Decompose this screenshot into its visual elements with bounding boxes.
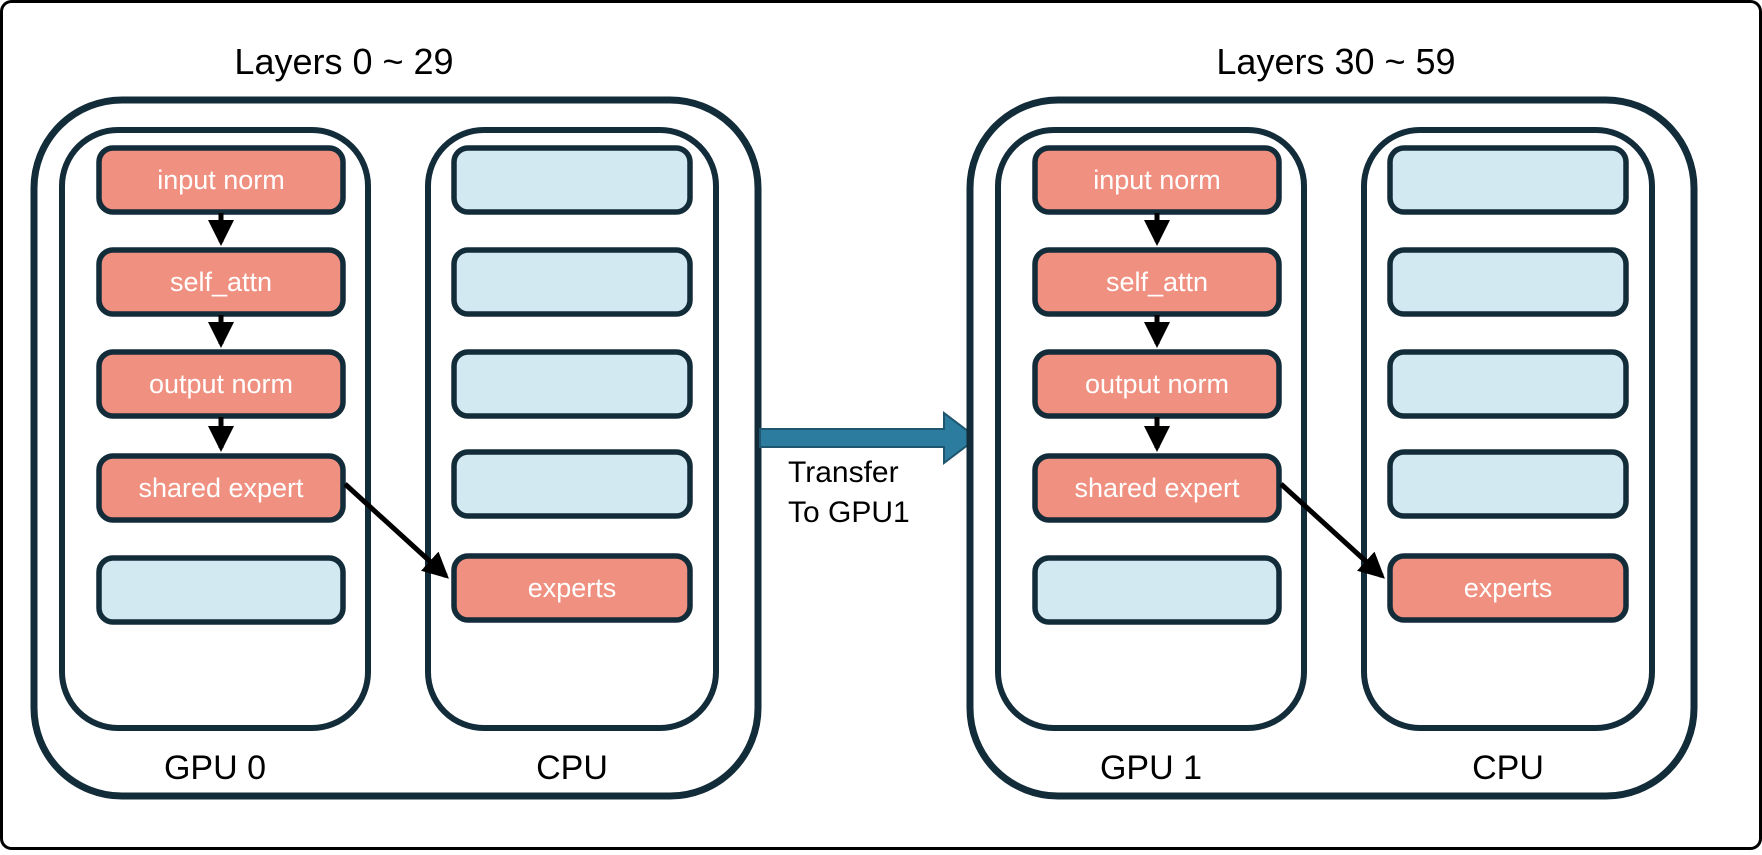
module-label-shared-expert: shared expert <box>1074 473 1240 503</box>
module-label-output-norm: output norm <box>1085 369 1229 399</box>
module-label-experts: experts <box>528 573 617 603</box>
cpu-container <box>1361 127 1655 731</box>
module-box-input-norm <box>1032 145 1282 215</box>
module-box-experts <box>1387 553 1629 623</box>
cpu-container <box>425 127 719 731</box>
gpu0-container <box>59 127 371 731</box>
transfer-arrow <box>759 410 979 466</box>
gpu-label: GPU 0 <box>164 749 266 787</box>
module-label-shared-expert: shared expert <box>138 473 304 503</box>
flow-arrow-shared-to-experts <box>1279 482 1385 579</box>
cpu-label: CPU <box>1472 749 1544 787</box>
transfer-section: Transfer To GPU1 <box>759 410 979 529</box>
cpu-empty-slot-2 <box>1387 247 1629 317</box>
module-label-self-attn: self_attn <box>170 267 272 297</box>
group-title: Layers 30 ~ 59 <box>1216 41 1455 82</box>
cpu-label: CPU <box>536 749 608 787</box>
module-label-input-norm: input norm <box>157 165 285 195</box>
module-box-input-norm <box>96 145 346 215</box>
module-label-input-norm: input norm <box>1093 165 1221 195</box>
module-label-self-attn: self_attn <box>1106 267 1208 297</box>
layer-group-30-59: Layers 30 ~ 59 input norm self_attn outp… <box>966 41 1698 800</box>
module-box-output-norm <box>96 349 346 419</box>
group-title: Layers 0 ~ 29 <box>234 41 453 82</box>
gpu1-container <box>995 127 1307 731</box>
module-box-shared-expert <box>1032 453 1282 523</box>
module-box-self-attn <box>96 247 346 317</box>
gpu-empty-slot <box>1032 555 1282 625</box>
module-box-shared-expert <box>96 453 346 523</box>
cpu-empty-slot-1 <box>451 145 693 215</box>
module-label-experts: experts <box>1464 573 1553 603</box>
cpu-empty-slot-1 <box>1387 145 1629 215</box>
layer-group-0-29: Layers 0 ~ 29 input norm self_attn outpu… <box>30 41 762 800</box>
cpu-empty-slot-3 <box>1387 349 1629 419</box>
cpu-empty-slot-3 <box>451 349 693 419</box>
module-box-experts <box>451 553 693 623</box>
gpu-empty-slot <box>96 555 346 625</box>
module-box-self-attn <box>1032 247 1282 317</box>
cpu-empty-slot-4 <box>451 449 693 519</box>
cpu-empty-slot-4 <box>1387 449 1629 519</box>
gpu-label: GPU 1 <box>1100 749 1202 787</box>
cpu-empty-slot-2 <box>451 247 693 317</box>
transfer-label-line2: To GPU1 <box>788 496 910 529</box>
module-label-output-norm: output norm <box>149 369 293 399</box>
module-box-output-norm <box>1032 349 1282 419</box>
transfer-label-line1: Transfer <box>788 456 899 489</box>
flow-arrow-shared-to-experts <box>343 482 449 579</box>
